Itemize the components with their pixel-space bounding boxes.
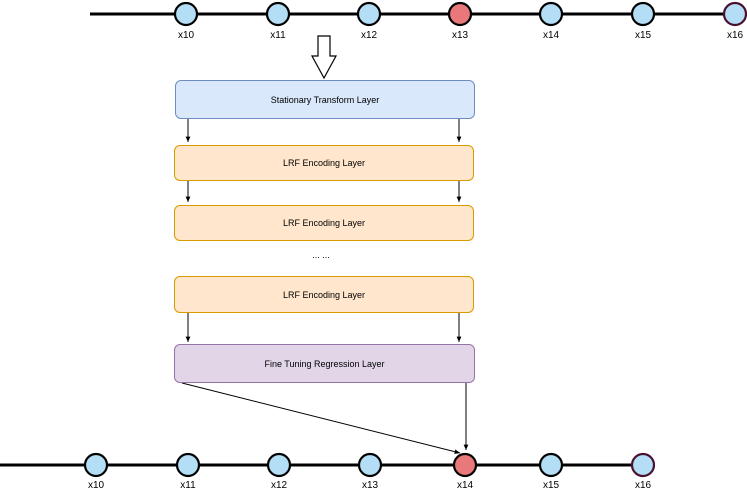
bottom-node-label-x12: x12 bbox=[270, 480, 288, 491]
top-node-label-x10: x10 bbox=[177, 30, 195, 41]
bottom-node-x14 bbox=[452, 452, 478, 478]
bottom-node-x16 bbox=[630, 452, 656, 478]
stationary-transform-layer-label: Stationary Transform Layer bbox=[270, 94, 380, 105]
lrf-encoding-layer-1: LRF Encoding Layer bbox=[174, 145, 474, 181]
bottom-node-x10 bbox=[83, 452, 109, 478]
bottom-node-x11 bbox=[175, 452, 201, 478]
bottom-node-label-x14: x14 bbox=[456, 480, 474, 491]
top-node-label-x12: x12 bbox=[360, 30, 378, 41]
layer-ellipsis: ... ... bbox=[312, 250, 330, 260]
bottom-node-label-x10: x10 bbox=[87, 480, 105, 491]
lrf-encoding-layer-2: LRF Encoding Layer bbox=[174, 205, 474, 241]
bottom-node-x12 bbox=[266, 452, 292, 478]
lrf-encoding-layer-n: LRF Encoding Layer bbox=[174, 276, 474, 313]
stationary-transform-layer: Stationary Transform Layer bbox=[175, 80, 475, 119]
transform-down-arrow bbox=[310, 35, 338, 80]
bottom-node-x15 bbox=[538, 452, 564, 478]
top-node-label-x15: x15 bbox=[634, 30, 652, 41]
top-node-x16 bbox=[722, 1, 747, 27]
top-sequence-nodes bbox=[173, 1, 747, 27]
top-node-label-x14: x14 bbox=[542, 30, 560, 41]
arrow-fine-to-output-diagonal bbox=[181, 382, 461, 455]
bottom-node-label-x15: x15 bbox=[542, 480, 560, 491]
fine-tuning-regression-layer: Fine Tuning Regression Layer bbox=[174, 344, 475, 383]
top-node-label-x16: x16 bbox=[726, 30, 744, 41]
bottom-sequence-nodes bbox=[83, 452, 656, 478]
lrf-encoding-layer-2-label: LRF Encoding Layer bbox=[282, 218, 366, 228]
top-node-x15 bbox=[630, 1, 656, 27]
lrf-encoding-layer-1-label: LRF Encoding Layer bbox=[282, 158, 366, 168]
bottom-node-label-x13: x13 bbox=[361, 480, 379, 491]
top-node-x13 bbox=[447, 1, 473, 27]
bottom-node-x13 bbox=[357, 452, 383, 478]
top-node-x11 bbox=[265, 1, 291, 27]
top-node-x14 bbox=[538, 1, 564, 27]
top-node-x10 bbox=[173, 1, 199, 27]
top-node-label-x13: x13 bbox=[451, 30, 469, 41]
top-node-label-x11: x11 bbox=[270, 30, 286, 41]
bottom-node-label-x11: x11 bbox=[180, 480, 196, 491]
bottom-node-label-x16: x16 bbox=[634, 480, 652, 491]
fine-tuning-regression-layer-label: Fine Tuning Regression Layer bbox=[264, 358, 385, 369]
lrf-encoding-layer-n-label: LRF Encoding Layer bbox=[282, 289, 366, 300]
top-node-x12 bbox=[356, 1, 382, 27]
